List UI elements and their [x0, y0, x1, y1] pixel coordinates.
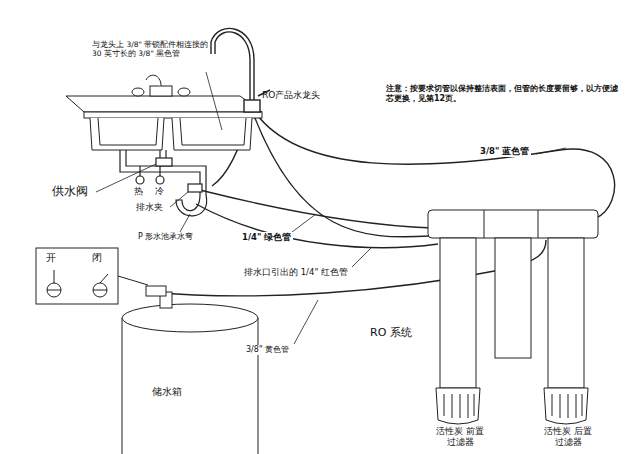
closed-label: 闭: [92, 252, 102, 265]
faucet-label: RO产品水龙头: [262, 90, 320, 101]
sink: [66, 75, 262, 150]
note-text: 注意：按要求切管以保持整洁表面，但管的长度要留够，以方便滤芯更换，见第12页。: [386, 84, 622, 104]
tubes-part: [255, 112, 615, 218]
tank-label: 储水箱: [150, 386, 184, 399]
tubes-part: [253, 113, 430, 237]
drain-pipes-part: [136, 176, 144, 184]
drain-pipes: [120, 150, 207, 216]
callout-note: 与龙头上 3/8" 带锁配件相连接的 30 英寸长的 3/8" 黑色管: [92, 40, 210, 59]
hot-label: 热: [134, 186, 143, 197]
ro-filters-part: [440, 238, 476, 388]
storage-tank: [122, 286, 258, 454]
inset-valve-box-part: [36, 248, 118, 304]
drain-pipes-part: [156, 176, 164, 184]
tube-label: 1/4" 绿色管: [240, 232, 293, 243]
leader-lines-part: [536, 148, 566, 154]
sink-part: [98, 118, 158, 145]
sink-part: [150, 86, 172, 96]
ro-faucet-part: [244, 100, 260, 112]
ro-filters-part: [495, 238, 531, 358]
tubes: [150, 112, 615, 296]
storage-tank-part: [122, 318, 258, 454]
sink-part: [66, 96, 262, 112]
ro-filters: [428, 210, 598, 424]
leader-lines-part: [96, 164, 156, 192]
ro-filters-part: [548, 238, 584, 388]
trap-label: P 形水池承水弯: [136, 232, 206, 242]
leader-lines-part: [352, 247, 372, 267]
leader-lines-part: [294, 300, 318, 344]
ro-filters-part: [552, 394, 582, 418]
ro-faucet: [211, 28, 270, 112]
open-label: 开: [46, 252, 56, 265]
tube-label: 排水口引出的 1/4" 红色管: [242, 267, 350, 278]
cold-label: 冷: [155, 186, 164, 197]
leader-lines-part: [292, 214, 316, 232]
sink-part: [178, 88, 190, 96]
sink-part: [180, 118, 246, 145]
inset-valve-box-part: [47, 270, 61, 290]
inset-valve-box-part: [118, 276, 148, 285]
drain-pipes-part: [156, 158, 172, 166]
leader-lines-part: [180, 214, 190, 232]
ro-filters-part: [484, 210, 538, 238]
system-label: RO 系统: [370, 326, 412, 340]
ro-filters-part: [428, 210, 598, 238]
storage-tank-part: [146, 286, 166, 296]
tubes-part: [150, 240, 546, 296]
leader-lines: [96, 72, 566, 344]
ro-filters-part: [544, 388, 588, 424]
clamp-label: 排水夹: [134, 202, 165, 213]
sink-part: [132, 88, 144, 96]
storage-tank-part: [122, 304, 258, 332]
sink-part: [146, 75, 161, 86]
drain-pipes-part: [188, 184, 202, 192]
leader-lines-part: [170, 192, 188, 207]
ro-filters-part: [444, 394, 474, 418]
drain-pipes-part: [140, 166, 160, 178]
tube-label: 3/8" 蓝色管: [478, 146, 531, 157]
ro-filters-part: [436, 388, 480, 424]
ro-faucet-part: [215, 32, 250, 100]
inset-valve-box-part: [93, 274, 108, 290]
inset-valve-box: [36, 248, 148, 304]
leader-lines-part: [206, 72, 222, 130]
valve-label: 供水阀: [52, 184, 88, 199]
filter-label: 活性炭 后置过滤器: [542, 426, 594, 447]
filter-label: 活性炭 前置过滤器: [434, 426, 486, 447]
sink-part: [90, 118, 164, 150]
sink-part: [84, 112, 262, 118]
ro-faucet-part: [211, 28, 254, 100]
tube-label: 3/8" 黄色管: [244, 345, 291, 355]
sink-part: [172, 118, 252, 150]
